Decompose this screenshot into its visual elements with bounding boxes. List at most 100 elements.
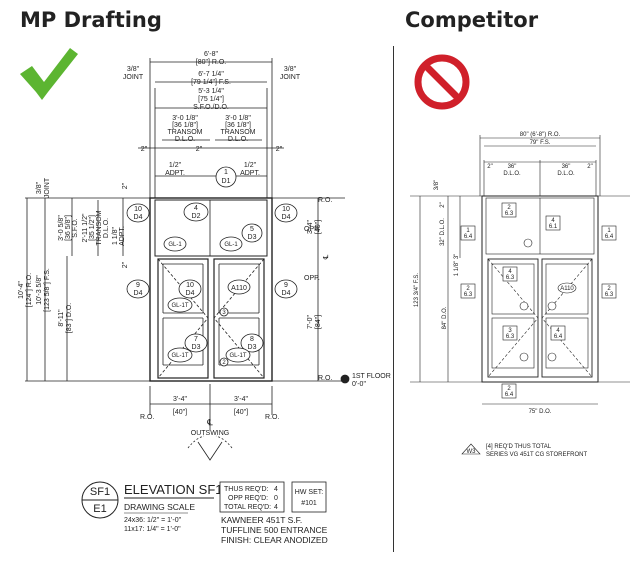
comp-tag-c-num: 1 bbox=[466, 228, 470, 234]
door-left-w-in: [40"] bbox=[173, 409, 187, 416]
transom-right-3: TRANSOM bbox=[221, 129, 256, 136]
cl-right: ℄ bbox=[323, 254, 330, 260]
comp-tag-g-num: 2 bbox=[607, 286, 611, 292]
spec-3: FINISH: CLEAR ANODIZED bbox=[221, 535, 328, 545]
joint-side-label: JOINT bbox=[44, 177, 51, 198]
door-side-in: [83"] D.O. bbox=[66, 303, 73, 334]
comp-dlo-right-val: 36" bbox=[562, 164, 571, 170]
top-h: 3'-4" bbox=[307, 220, 314, 234]
comp-tag-i-num: 4 bbox=[556, 328, 560, 334]
comp-tag-h-num: 3 bbox=[508, 328, 512, 334]
comp-side-4: 1 1/8" 3" bbox=[454, 254, 460, 277]
comp-note-tag: W3 bbox=[467, 449, 477, 455]
mp-drafting-heading: MP Drafting bbox=[20, 8, 162, 32]
this-reqd-label: THUS REQ'D: bbox=[224, 486, 269, 493]
tag-d1-num: 1 bbox=[224, 169, 228, 176]
tag-gl1a: GL-1 bbox=[168, 242, 182, 248]
adpt-right: 1/2" bbox=[244, 162, 257, 169]
ro-bottom-left: R.O. bbox=[140, 414, 154, 421]
ro-dim: 6'-8" bbox=[204, 51, 218, 58]
comp-a110: A110 bbox=[560, 286, 574, 292]
mp-legend: SF1 E1 ELEVATION SF1 DRAWING SCALE 24x36… bbox=[81, 481, 328, 545]
joint-left: 3/8" bbox=[127, 66, 140, 73]
comp-tag-h: 6.3 bbox=[506, 334, 515, 340]
transom-left-4: D.L.O. bbox=[175, 136, 195, 143]
comp-dlo-right: D.L.O. bbox=[557, 171, 575, 177]
sfo-dim-in: [75 1/4"] bbox=[198, 96, 224, 103]
comp-two-right: 2" bbox=[587, 164, 592, 170]
column-divider bbox=[393, 46, 394, 552]
comp-note-2: SERIES VG 451T CG STOREFRONT bbox=[486, 452, 587, 458]
door-side: 8'-11" bbox=[58, 309, 65, 327]
sfo-dim-label: S.F.O./D.O. bbox=[193, 104, 229, 111]
legend-scale-2: 11x17: 1/4" = 1'-0" bbox=[124, 526, 181, 533]
legend-scale-label: DRAWING SCALE bbox=[124, 502, 195, 512]
comp-side-5: 123 3/4" F.S. bbox=[414, 273, 420, 307]
mp-elevation bbox=[25, 58, 345, 461]
comp-tag-d: 6.4 bbox=[605, 234, 614, 240]
legend-scale-1: 24x36: 1/2" = 1'-0" bbox=[124, 517, 182, 524]
legend-title: ELEVATION SF1 bbox=[124, 482, 223, 497]
two-in-side: 2" bbox=[122, 182, 129, 189]
comp-tag-f: 6.3 bbox=[464, 292, 473, 298]
ro-bottom-right-label: R.O. bbox=[265, 414, 279, 421]
tag-d3b: D3 bbox=[192, 344, 201, 351]
adpt-left-label: ADPT. bbox=[165, 170, 185, 177]
comp-fs: 79" F.S. bbox=[530, 140, 551, 146]
ro-dim-in: [80"] R.O. bbox=[196, 59, 227, 66]
tag-d4c-num: 9 bbox=[136, 282, 140, 289]
sfo-side-3: S.F.O. bbox=[72, 218, 79, 238]
tag-d2-num: 4 bbox=[194, 205, 198, 212]
legend-e1: E1 bbox=[93, 503, 106, 515]
adpt-right-label: ADPT. bbox=[240, 170, 260, 177]
transom-right-2: [36 1/8"] bbox=[225, 122, 251, 129]
opp-reqd: 0 bbox=[274, 495, 278, 502]
tag-d3a-num: 5 bbox=[250, 226, 254, 233]
joint-right: 3/8" bbox=[284, 66, 297, 73]
comp-side-6: 84" D.O. bbox=[442, 306, 448, 329]
comp-side-3: 32" D.L.O. bbox=[440, 218, 446, 246]
transom-right-4: D.L.O. bbox=[228, 136, 248, 143]
tag-d3a: D3 bbox=[248, 234, 257, 241]
comp-tag-b: 6.1 bbox=[549, 224, 558, 230]
tag-d2: D2 bbox=[192, 213, 201, 220]
tag-d4a-num: 10 bbox=[134, 206, 142, 213]
legend-sf1: SF1 bbox=[90, 486, 110, 498]
mp-labels: 6'-8" [80"] R.O. 6'-7 1/4" [79 1/4"] F.S… bbox=[18, 51, 391, 437]
mp-tag-shapes bbox=[126, 166, 350, 384]
comp-tag-g: 6.3 bbox=[605, 292, 614, 298]
comp-tag-i: 6.4 bbox=[554, 334, 563, 340]
comp-tag-b-num: 4 bbox=[551, 218, 555, 224]
two-in-right: 2" bbox=[276, 146, 283, 153]
fs-dim: 6'-7 1/4" bbox=[198, 71, 224, 78]
joint-left-label: JOINT bbox=[123, 74, 144, 81]
door-right-w-in: [40"] bbox=[234, 409, 248, 416]
joint-right-label: JOINT bbox=[280, 74, 301, 81]
transom-side-1: 2'-11 1/2" bbox=[82, 213, 89, 243]
transom-side-4: D.L.O. bbox=[103, 218, 110, 238]
competitor-elevation bbox=[410, 135, 630, 405]
tag-d4d-num: 10 bbox=[186, 282, 194, 289]
tag-d4d: D4 bbox=[186, 290, 195, 297]
transom-left-3: TRANSOM bbox=[168, 129, 203, 136]
tag-d4c: D4 bbox=[134, 290, 143, 297]
comp-tag-a: 6.3 bbox=[505, 211, 514, 217]
comp-dlo-left: D.L.O. bbox=[503, 171, 521, 177]
this-reqd: 4 bbox=[274, 486, 278, 493]
outswing: OUTSWING bbox=[191, 430, 230, 437]
tag-gl1t-a: GL-1T bbox=[171, 303, 188, 309]
comp-two-left: 2" bbox=[487, 164, 492, 170]
adpt-side-label: ADPT. bbox=[119, 226, 126, 246]
tag-gl1b: GL-1 bbox=[224, 242, 238, 248]
tag-d4b: D4 bbox=[282, 214, 291, 221]
tag-a110: A110 bbox=[231, 285, 247, 292]
comp-tag-c: 6.4 bbox=[464, 234, 473, 240]
comp-tag-a-num: 2 bbox=[507, 205, 511, 211]
two-in-side-2: 2" bbox=[122, 261, 129, 268]
ro-total-in: [124"] R.O. bbox=[26, 273, 33, 307]
tag-d4e: D4 bbox=[282, 290, 291, 297]
fs-total: 10'-3 5/8" bbox=[36, 275, 43, 305]
fs-dim-in: [79 1/4"] F.S. bbox=[191, 79, 231, 86]
transom-left-2: [36 1/8"] bbox=[172, 122, 198, 129]
comp-tag-f-num: 2 bbox=[466, 286, 470, 292]
